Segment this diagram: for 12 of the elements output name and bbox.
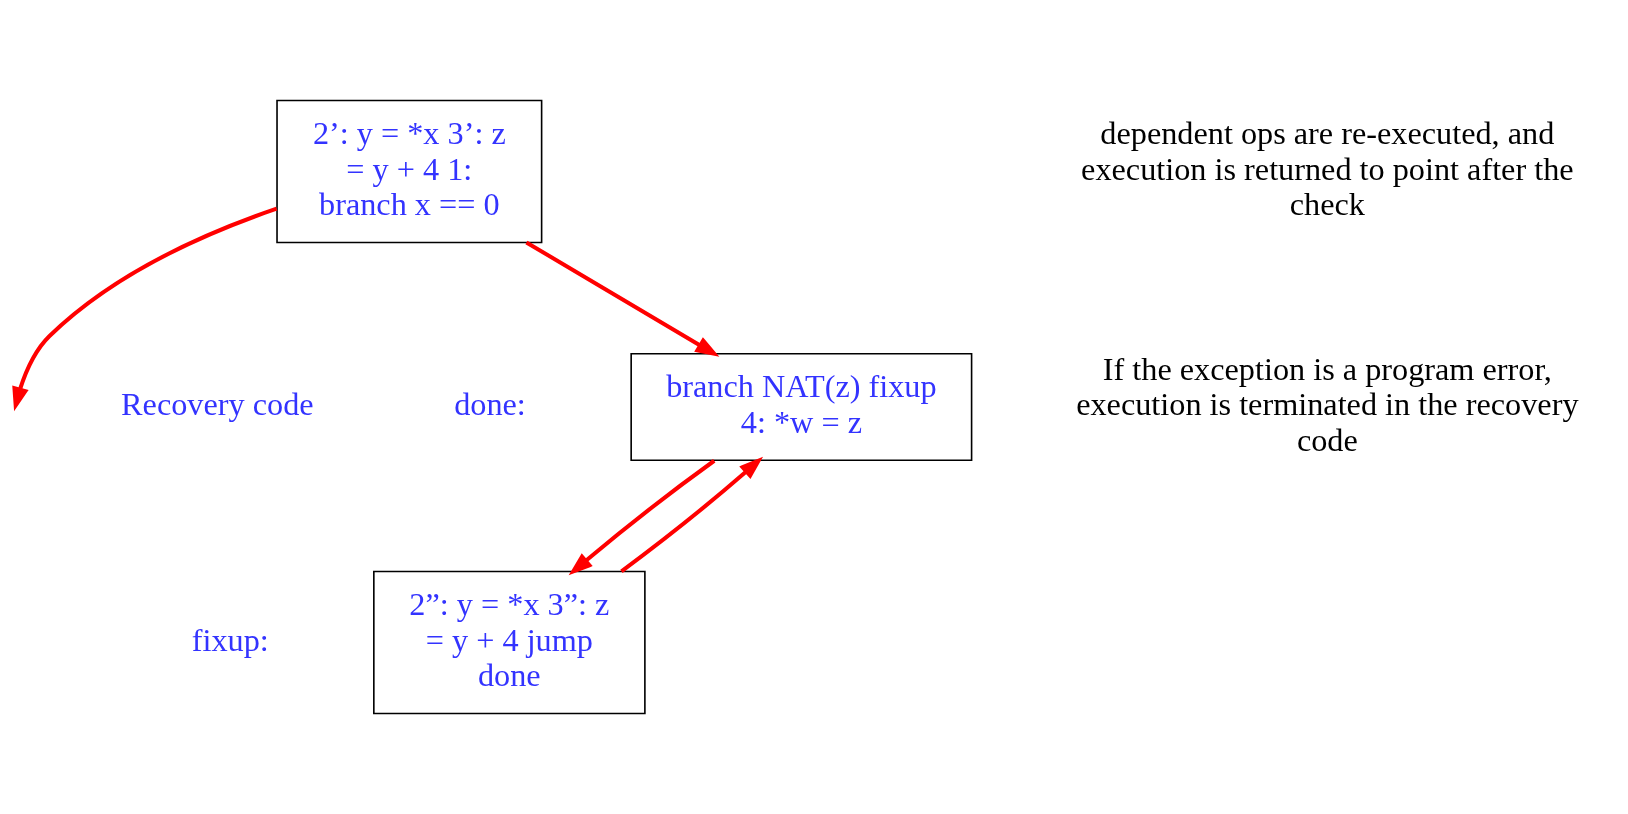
node-box: 2’: y = *x 3’: z = y + 4 1: branch x == 0 xyxy=(276,99,543,244)
label: Recovery code xyxy=(121,386,314,423)
node-label: done: xyxy=(454,386,526,423)
node-box: branch NAT(z) fixup 4: *w = z xyxy=(630,352,973,462)
label: dependent ops are re-executed, and execution is returned to point after the check xyxy=(1081,115,1574,223)
arrow xyxy=(12,206,278,412)
label: If the exception is a program error, execution is terminated in the recovery code xyxy=(1076,350,1579,458)
arrow xyxy=(620,456,764,573)
node-label: fixup: xyxy=(191,621,269,658)
arrow xyxy=(568,459,716,576)
node-box: 2”: y = *x 3”: z = y + 4 jump done xyxy=(373,570,646,715)
arrow xyxy=(525,240,720,357)
